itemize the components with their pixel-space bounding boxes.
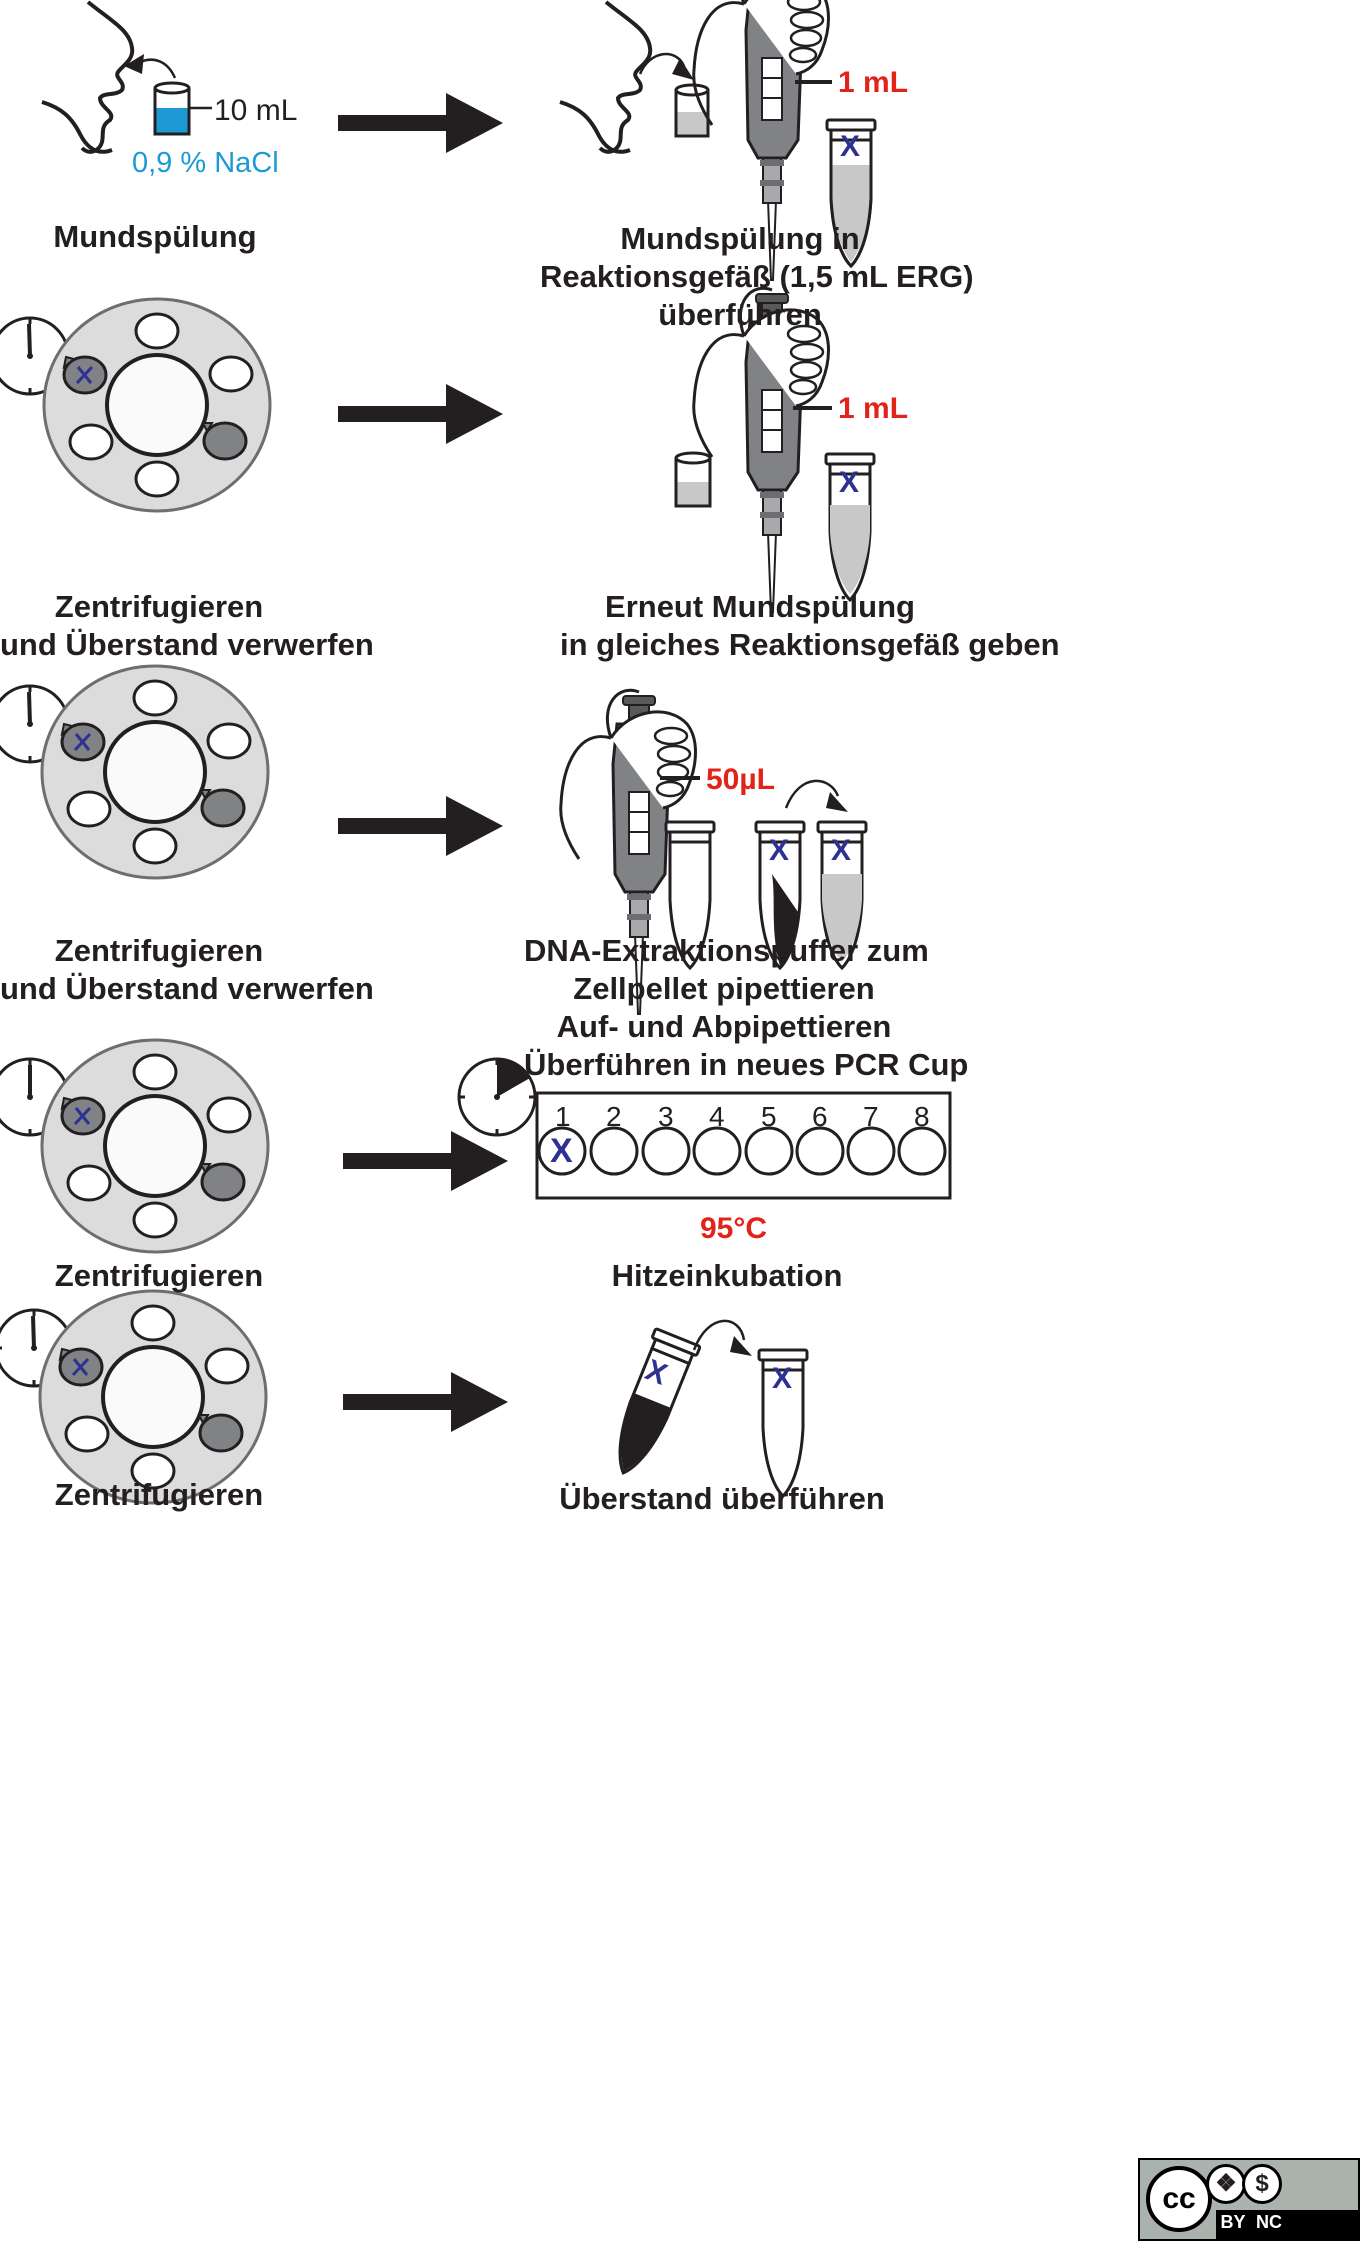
tube-mark: X xyxy=(769,834,790,867)
license-nc: NC xyxy=(1256,2212,1282,2232)
step-label-transfer: Mundspülung in Reaktionsgefäß (1,5 mL ER… xyxy=(540,221,974,332)
reaction-tube-icon xyxy=(816,820,868,970)
nacl-cup-icon xyxy=(153,81,212,136)
pellet-tube-icon xyxy=(754,820,806,970)
tube-mark: X xyxy=(840,130,861,163)
rinse-cup-icon xyxy=(674,83,710,138)
license-badge: cc ❖ $ BY NC xyxy=(1138,2158,1360,2241)
step-label-extraction: DNA-Extraktionspuffer zum Zellpellet pip… xyxy=(524,933,969,1082)
centrifuge-rotor-icon xyxy=(40,1038,270,1254)
step-label-centrifuge: Zentrifugieren xyxy=(54,1258,264,1293)
arrow-right-icon xyxy=(338,796,503,856)
step-label-transfer-supernatant: Überstand überführen xyxy=(559,1481,885,1516)
strip-number: 4 xyxy=(709,1101,725,1132)
strip-number: 2 xyxy=(606,1101,622,1132)
step-label-mouthwash: Mundspülung xyxy=(53,219,257,254)
pcr-strip-icon xyxy=(535,1091,952,1200)
pipette-volume-label: 1 mL xyxy=(838,392,909,425)
centrifuge-rotor-icon xyxy=(38,1289,268,1505)
tilted-pellet-tube-icon xyxy=(599,1327,702,1484)
strip-number: 8 xyxy=(914,1101,930,1132)
centrifuge-rotor-icon xyxy=(40,664,270,880)
cup-volume-label: 10 mL xyxy=(214,94,298,127)
rinse-cup-icon xyxy=(674,451,712,508)
step-label-centrifuge: Zentrifugieren xyxy=(54,1477,264,1512)
strip-number: 6 xyxy=(812,1101,828,1132)
arrow-right-icon xyxy=(343,1131,508,1191)
step-label-centrifuge-discard: Zentrifugieren und Überstand verwerfen xyxy=(0,589,374,662)
strip-number: 1 xyxy=(555,1101,571,1132)
arrow-right-icon xyxy=(338,384,503,444)
face-profile-icon xyxy=(41,0,135,154)
pipette-volume-label: 50µL xyxy=(706,763,775,796)
step-label-heat-incubation: Hitzeinkubation xyxy=(611,1258,843,1293)
tube-mark: X xyxy=(839,466,860,499)
strip-number: 7 xyxy=(863,1101,879,1132)
reaction-tube-icon xyxy=(824,452,876,602)
license-by: BY xyxy=(1220,2212,1246,2232)
centrifuge-rotor-icon xyxy=(42,297,272,513)
solution-label: 0,9 % NaCl xyxy=(132,147,279,179)
face-profile-icon xyxy=(559,0,653,154)
pipette-volume-label: 1 mL xyxy=(838,66,909,99)
noncommercial-icon: $ xyxy=(1242,2164,1282,2204)
cc-icon: cc xyxy=(1146,2166,1212,2232)
temperature-label: 95°C xyxy=(700,1212,768,1245)
strip-number: 5 xyxy=(761,1101,777,1132)
step-label-centrifuge-discard: Zentrifugieren und Überstand verwerfen xyxy=(0,933,374,1006)
license-bottom-strip xyxy=(1216,2210,1360,2239)
step-label-repeat-rinse: Erneut Mundspülung in gleiches Reaktions… xyxy=(560,589,1060,662)
attribution-icon: ❖ xyxy=(1206,2164,1246,2204)
strip-mark: X xyxy=(550,1132,573,1170)
arrow-right-icon xyxy=(338,93,503,153)
strip-number: 3 xyxy=(658,1101,674,1132)
pipette-icon xyxy=(692,286,830,614)
tube-mark: X xyxy=(772,1362,793,1395)
tube-mark: X xyxy=(831,834,852,867)
heat-clock-icon xyxy=(457,1057,537,1137)
arrow-right-icon xyxy=(343,1372,508,1432)
reaction-tube-icon xyxy=(825,118,877,269)
